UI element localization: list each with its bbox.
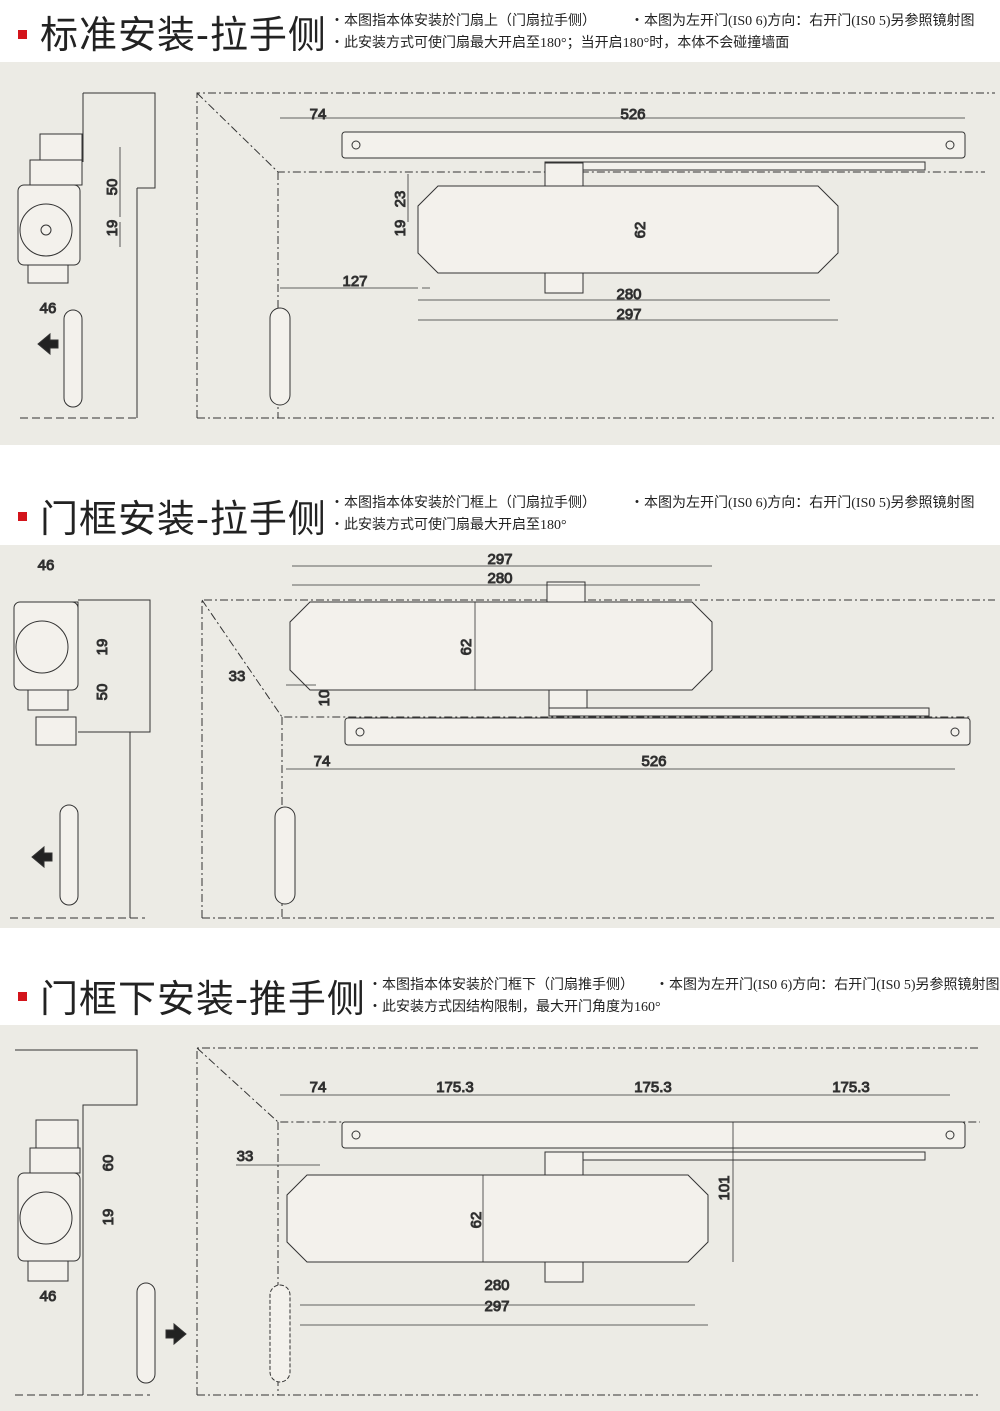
red-bullet-icon — [18, 512, 27, 521]
dimension-label: 280 — [487, 570, 512, 587]
closer-body — [286, 1174, 709, 1263]
section-1-header: 标准安装-拉手侧 ・本图指本体安装於门扇上（门扇拉手侧） ・本图为左开门(IS0… — [0, 0, 1000, 60]
section-3-note-1: ・本图指本体安装於门框下（门扇推手侧） — [368, 978, 634, 993]
dimension-label: 175.3 — [634, 1079, 672, 1096]
dimension-labels: 74 526 50 23 19 62 19 127 280 297 46 — [39, 106, 649, 324]
dimension-labels: 74 175.3 175.3 175.3 33 62 101 280 297 6… — [39, 1079, 870, 1316]
dimension-label: 101 — [716, 1175, 733, 1200]
dimension-labels: 297 280 62 33 10 74 526 46 19 50 — [37, 551, 667, 771]
closer-arm — [341, 1121, 966, 1149]
dimension-label: 297 — [616, 306, 641, 323]
closer-arm — [344, 717, 971, 746]
dimension-label: 62 — [458, 639, 475, 656]
dimension-label: 46 — [40, 300, 57, 317]
dimension-label: 19 — [104, 220, 121, 237]
section-3-title: 门框下安装-推手侧 — [40, 977, 366, 1021]
section-2-note-3: ・此安装方式可使门扇最大开启至180° — [330, 518, 567, 533]
section-2-note-2: ・本图为左开门(IS0 6)方向：右开门(IS0 5)另参照镜射图 — [630, 496, 975, 511]
dimension-label: 526 — [620, 106, 645, 123]
section-3-header: 门框下安装-推手侧 ・本图指本体安装於门框下（门扇推手侧） ・本图为左开门(IS… — [0, 962, 1000, 1022]
top-view — [196, 1047, 980, 1396]
closer-arm — [341, 131, 966, 159]
dimension-label: 280 — [484, 1277, 509, 1294]
section-3-note-3: ・此安装方式因结构限制，最大开门角度为160° — [368, 1000, 661, 1015]
dimension-label: 280 — [616, 286, 641, 303]
red-bullet-icon — [18, 992, 27, 1001]
hinge — [269, 307, 291, 406]
dimension-label: 127 — [342, 273, 367, 290]
arrow-right-icon — [165, 1322, 187, 1346]
dimension-label: 50 — [104, 179, 121, 196]
dimension-label: 19 — [94, 639, 111, 656]
closer-body — [289, 601, 713, 691]
section-1-title: 标准安装-拉手侧 — [40, 13, 327, 57]
dimension-label: 62 — [468, 1212, 485, 1229]
dimension-label: 10 — [316, 690, 333, 707]
section-2-header: 门框安装-拉手侧 ・本图指本体安装於门框上（门扇拉手侧） ・本图为左开门(IS0… — [0, 482, 1000, 542]
dimension-label: 46 — [38, 557, 55, 574]
dimension-label: 19 — [392, 220, 409, 237]
dimension-label: 74 — [314, 753, 331, 770]
section-1-note-2: ・本图为左开门(IS0 6)方向：右开门(IS0 5)另参照镜射图 — [630, 14, 975, 29]
section-1-drawing: 74 526 50 23 19 62 19 127 280 297 46 — [0, 62, 1000, 445]
dimension-label: 33 — [229, 668, 246, 685]
dimension-label: 297 — [484, 1298, 509, 1315]
closer-body — [417, 185, 839, 274]
hinge — [269, 1284, 291, 1383]
arrow-left-icon — [37, 332, 59, 356]
dimension-label: 19 — [100, 1209, 117, 1226]
section-3-drawing: 74 175.3 175.3 175.3 33 62 101 280 297 6… — [0, 1025, 1000, 1411]
top-view — [119, 92, 995, 419]
section-1-note-3: ・此安装方式可使门扇最大开启至180°；当开启180°时，本体不会碰撞墙面 — [330, 36, 790, 51]
section-1-note-1: ・本图指本体安装於门扇上（门扇拉手侧） — [330, 14, 596, 29]
section-2-note-1: ・本图指本体安装於门框上（门扇拉手侧） — [330, 496, 596, 511]
dimension-label: 33 — [237, 1148, 254, 1165]
dimension-label: 74 — [310, 106, 327, 123]
dimension-label: 526 — [641, 753, 666, 770]
dimension-label: 74 — [310, 1079, 327, 1096]
arrow-left-icon — [31, 845, 53, 869]
top-view — [201, 565, 995, 919]
hinge — [274, 806, 296, 905]
section-3-note-2: ・本图为左开门(IS0 6)方向：右开门(IS0 5)另参照镜射图 — [655, 978, 1000, 993]
side-view — [17, 92, 156, 419]
dimension-label: 175.3 — [436, 1079, 474, 1096]
dimension-label: 60 — [100, 1155, 117, 1172]
side-view — [15, 1049, 187, 1396]
dimension-label: 50 — [94, 684, 111, 701]
red-bullet-icon — [18, 30, 27, 39]
dimension-label: 62 — [632, 222, 649, 239]
dimension-label: 297 — [487, 551, 512, 568]
section-2-drawing: 297 280 62 33 10 74 526 46 19 50 — [0, 545, 1000, 928]
section-2-title: 门框安装-拉手侧 — [40, 497, 327, 541]
dimension-label: 175.3 — [832, 1079, 870, 1096]
side-view — [10, 599, 151, 919]
dimension-label: 46 — [40, 1288, 57, 1305]
dimension-label: 23 — [392, 191, 409, 208]
